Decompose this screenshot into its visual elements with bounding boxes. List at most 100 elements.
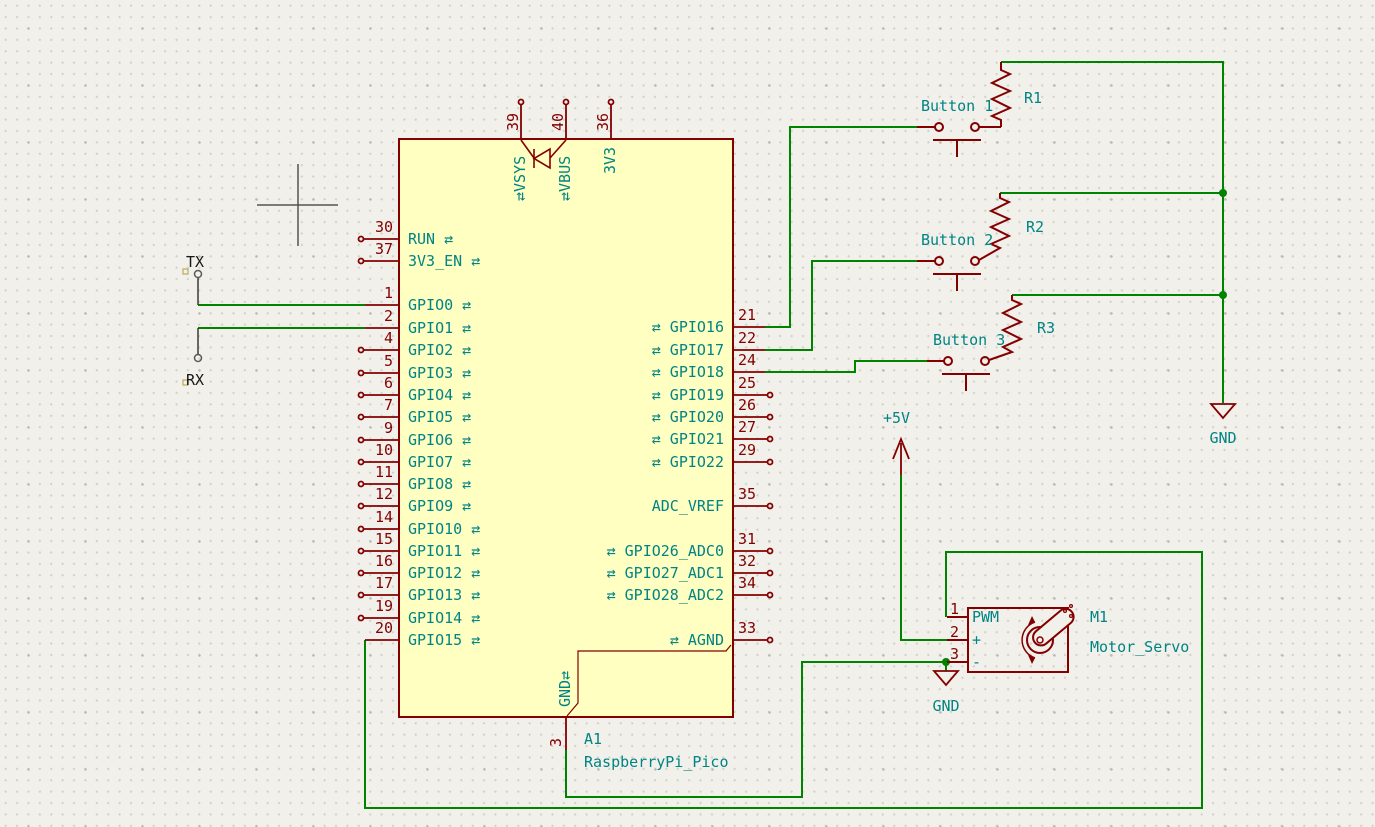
pin-number-gpio10: 14: [374, 508, 393, 526]
plus5v-label[interactable]: +5V: [883, 409, 911, 427]
pin-name-gpio13: GPIO13 ⇄: [408, 586, 481, 604]
pin-name-gpio18: ⇄ GPIO18: [651, 363, 724, 381]
servo-pin-name-minus: -: [972, 653, 982, 671]
pin-name-gnd: GND⇄: [556, 670, 574, 707]
pico-symbol[interactable]: [398, 138, 734, 718]
pin-name-vsys: ⇄VSYS: [511, 155, 529, 201]
pin-name-gpio6: GPIO6 ⇄: [408, 431, 472, 449]
pin-number-gpio28: 34: [738, 574, 757, 592]
resistor-r1[interactable]: [989, 62, 1013, 127]
resistor-r1-ref[interactable]: R1: [1024, 89, 1043, 107]
pin-name-run: RUN ⇄: [408, 230, 454, 248]
pin-name-gpio0: GPIO0 ⇄: [408, 296, 472, 314]
pin-name-adcvref: ADC_VREF: [651, 497, 724, 515]
pin-number-gpio1: 2: [383, 307, 393, 325]
pin-name-gpio21: ⇄ GPIO21: [651, 430, 724, 448]
pin-name-gpio26-adc0: ⇄ GPIO26_ADC0: [606, 542, 724, 560]
servo-pin-name-plus: +: [972, 631, 982, 649]
servo-pin-number-3: 3: [950, 645, 960, 663]
button3-switch[interactable]: [927, 356, 990, 391]
pin-name-gpio7: GPIO7 ⇄: [408, 453, 472, 471]
pin-number-gpio3: 5: [383, 352, 393, 370]
gnd-symbol-right[interactable]: [1209, 403, 1237, 420]
pin-number-3v3: 36: [594, 112, 612, 131]
pin-number-gpio12: 16: [374, 552, 393, 570]
button2-switch[interactable]: [917, 256, 981, 291]
gnd-label-servo[interactable]: GND: [932, 697, 960, 715]
up-arrow-icon: [892, 436, 910, 460]
pin-number-gpio26: 31: [738, 530, 757, 548]
unconnected-circle: [193, 269, 203, 279]
servo-pin-number-2: 2: [950, 623, 960, 641]
wire-junctions: [942, 189, 1227, 666]
pin-number-gpio16: 21: [738, 306, 757, 324]
resistor-r3[interactable]: [988, 295, 1024, 361]
pin-number-agnd: 33: [738, 619, 757, 637]
plus5v-symbol[interactable]: [892, 436, 910, 475]
pin-name-gpio28-adc2: ⇄ GPIO28_ADC2: [606, 586, 724, 604]
pin-name-gpio22: ⇄ GPIO22: [651, 453, 724, 471]
switch-contact: [934, 256, 944, 266]
pin-number-vsys: 39: [504, 112, 522, 131]
button3-label[interactable]: Button 3: [933, 331, 1006, 349]
servo-symbol[interactable]: [947, 603, 1077, 673]
pin-number-adcvref: 35: [738, 485, 757, 503]
pico-pins: [357, 98, 774, 750]
button1-switch[interactable]: [917, 122, 1001, 157]
rx-net-flag[interactable]: [182, 328, 203, 386]
tx-label[interactable]: TX: [186, 253, 205, 271]
switch-contact: [943, 356, 953, 366]
pin-number-gpio13: 17: [374, 574, 393, 592]
pin-name-gpio27-adc1: ⇄ GPIO27_ADC1: [606, 564, 724, 582]
servo-motor-icon: [1021, 603, 1075, 664]
resistor-r2[interactable]: [978, 193, 1012, 261]
pin-number-gpio8: 11: [374, 463, 393, 481]
pin-number-gpio4: 6: [383, 374, 393, 392]
dnc-square: [182, 268, 189, 275]
pin-number-gpio20: 26: [738, 396, 757, 414]
pin-number-run: 30: [374, 218, 393, 236]
gnd-symbol-servo[interactable]: [932, 670, 960, 687]
gnd-label-right[interactable]: GND: [1209, 429, 1237, 447]
button2-label[interactable]: Button 2: [921, 231, 994, 249]
servo-reference[interactable]: M1: [1090, 608, 1109, 626]
servo-pin-name-pwm: PWM: [972, 608, 1000, 626]
wire-gpio18-button3: [765, 360, 927, 373]
pin-number-gpio18: 24: [738, 351, 757, 369]
pin-name-gpio9: GPIO9 ⇄: [408, 497, 472, 515]
switch-contact: [970, 122, 980, 132]
internal-diode-icon: [520, 139, 567, 170]
pin-number-gpio0: 1: [383, 284, 393, 302]
dnc-square: [182, 379, 189, 386]
pin-number-gpio15: 20: [374, 619, 393, 637]
tx-net-flag[interactable]: [182, 268, 203, 305]
pico-reference[interactable]: A1: [584, 730, 603, 748]
resistor-r2-ref[interactable]: R2: [1026, 218, 1045, 236]
pin-name-gpio17: ⇄ GPIO17: [651, 341, 724, 359]
pin-name-gpio11: GPIO11 ⇄: [408, 542, 481, 560]
pin-name-gpio4: GPIO4 ⇄: [408, 386, 472, 404]
pico-value[interactable]: RaspberryPi_Pico: [584, 753, 729, 771]
pin-name-gpio16: ⇄ GPIO16: [651, 318, 724, 336]
resistor-r3-ref[interactable]: R3: [1037, 319, 1056, 337]
rx-label[interactable]: RX: [186, 371, 205, 389]
pin-number-gpio6: 9: [383, 419, 393, 437]
pin-number-gpio11: 15: [374, 530, 393, 548]
servo-value[interactable]: Motor_Servo: [1090, 638, 1190, 656]
button1-label[interactable]: Button 1: [921, 97, 994, 115]
servo-pin-number-1: 1: [950, 600, 960, 618]
pin-name-gpio14: GPIO14 ⇄: [408, 609, 481, 627]
pin-number-gpio21: 27: [738, 418, 757, 436]
wire-5v-servo: [900, 475, 947, 641]
switch-contact: [934, 122, 944, 132]
pin-name-gpio3: GPIO3 ⇄: [408, 364, 472, 382]
junction-dot: [942, 658, 950, 666]
pin-number-vbus: 40: [549, 112, 567, 131]
pin-number-gpio19: 25: [738, 374, 757, 392]
junction-dot: [1219, 189, 1227, 197]
pin-name-gpio5: GPIO5 ⇄: [408, 408, 472, 426]
wires[interactable]: [198, 61, 1224, 809]
pin-number-gpio22: 29: [738, 441, 757, 459]
wire-gpio17-button2: [765, 260, 917, 351]
pin-number-gpio17: 22: [738, 329, 757, 347]
